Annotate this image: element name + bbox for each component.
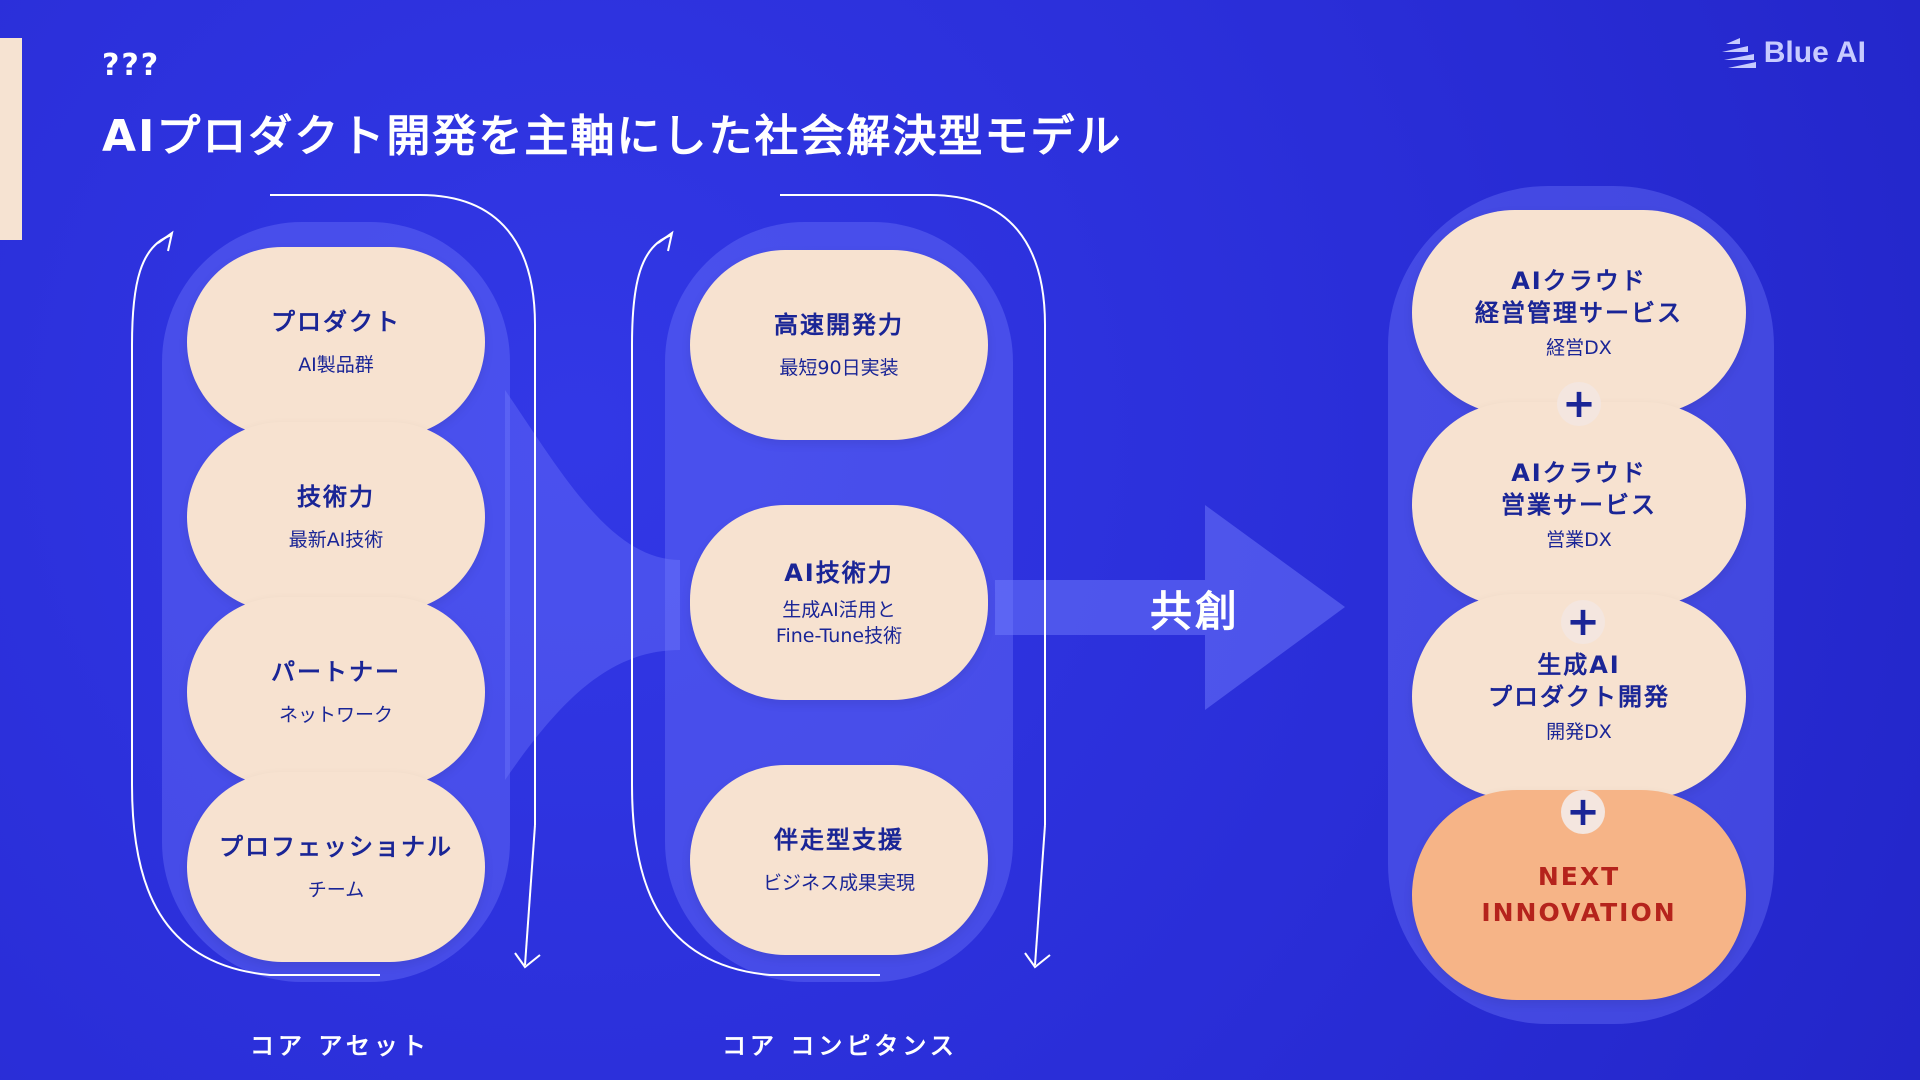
result-sales-sub: 営業DX [1546, 528, 1612, 551]
accent-bar [0, 38, 22, 240]
result-next-innovation-title: NEXT INNOVATION [1481, 862, 1677, 927]
result-genai-sub: 開発DX [1546, 720, 1612, 743]
result-management-sub: 経営DX [1546, 336, 1612, 359]
competence-ai: AI技術力 生成AI活用と Fine-Tune技術 [690, 505, 988, 700]
core-assets-cycle-lines [131, 194, 541, 976]
asset-professional-sub: チーム [307, 879, 365, 901]
asset-product-sub: AI製品群 [298, 354, 374, 376]
result-genai: 生成AI プロダクト開発 開発DX [1412, 594, 1746, 799]
asset-product-title: プロダクト [271, 308, 401, 336]
asset-professional-title: プロフェッショナル [219, 833, 453, 861]
competence-support-title: 伴走型支援 [774, 826, 904, 854]
plus-icon: + [1561, 790, 1605, 834]
page-title: AIプロダクト開発を主軸にした社会解決型モデル [102, 111, 1123, 162]
competence-support: 伴走型支援 ビジネス成果実現 [690, 765, 988, 955]
competence-speed-title: 高速開発力 [774, 311, 904, 339]
arrow-shape [995, 505, 1345, 710]
plus-icon: + [1557, 382, 1601, 426]
core-competence-cycle-lines [631, 194, 1051, 976]
result-management-title: AIクラウド 経営管理サービス [1475, 266, 1683, 327]
logo-text: Blue AI [1763, 36, 1866, 69]
competence-ai-sub: 生成AI活用と Fine-Tune技術 [775, 598, 903, 647]
asset-product: プロダクト AI製品群 [187, 247, 485, 437]
result-sales-title: AIクラウド 営業サービス [1501, 458, 1657, 519]
funnel-shape [505, 390, 680, 780]
plus-icon: + [1561, 600, 1605, 644]
competence-support-sub: ビジネス成果実現 [762, 872, 915, 894]
core-assets-label: コア アセット [250, 1032, 430, 1060]
question-marks: ??? [102, 48, 161, 83]
core-competence-label: コア コンピタンス [722, 1032, 958, 1060]
blue-ai-logo: Blue AI [1720, 36, 1866, 70]
asset-technology: 技術力 最新AI技術 [187, 422, 485, 612]
logo-icon [1721, 38, 1756, 68]
asset-professional: プロフェッショナル チーム [187, 772, 485, 962]
asset-partner-title: パートナー [271, 658, 401, 686]
asset-technology-sub: 最新AI技術 [288, 529, 384, 551]
competence-speed: 高速開発力 最短90日実装 [690, 250, 988, 440]
competence-speed-sub: 最短90日実装 [779, 357, 899, 379]
result-management: AIクラウド 経営管理サービス 経営DX [1412, 210, 1746, 415]
result-genai-title: 生成AI プロダクト開発 [1488, 650, 1670, 711]
asset-partner-sub: ネットワーク [278, 704, 393, 726]
co-creation-label: 共創 [1150, 587, 1241, 636]
result-sales: AIクラウド 営業サービス 営業DX [1412, 402, 1746, 607]
competence-ai-title: AI技術力 [784, 558, 894, 587]
asset-technology-title: 技術力 [297, 483, 375, 511]
asset-partner: パートナー ネットワーク [187, 597, 485, 787]
